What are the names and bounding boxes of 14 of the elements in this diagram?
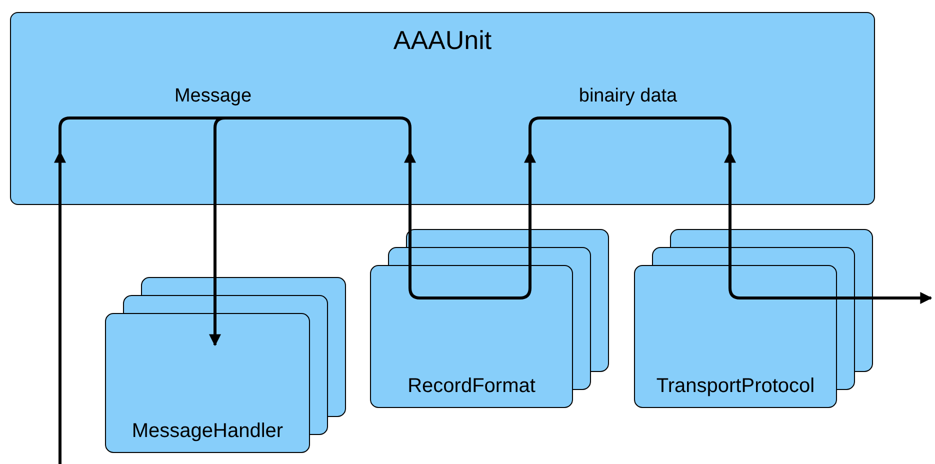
arrow [724,150,780,300]
container-title: AAAUnit [393,27,492,53]
unit-container [10,12,875,205]
arrow [468,116,732,300]
component-label: MessageHandler [132,421,284,441]
arrow [404,150,470,300]
stacked-component [370,229,609,408]
stacked-component [105,277,346,453]
arrow [58,116,412,346]
arrow [780,292,932,304]
component-label: TransportProtocol [656,376,815,396]
component-label: RecordFormat [408,376,536,396]
stacked-component [634,229,873,408]
arrow [54,150,66,464]
